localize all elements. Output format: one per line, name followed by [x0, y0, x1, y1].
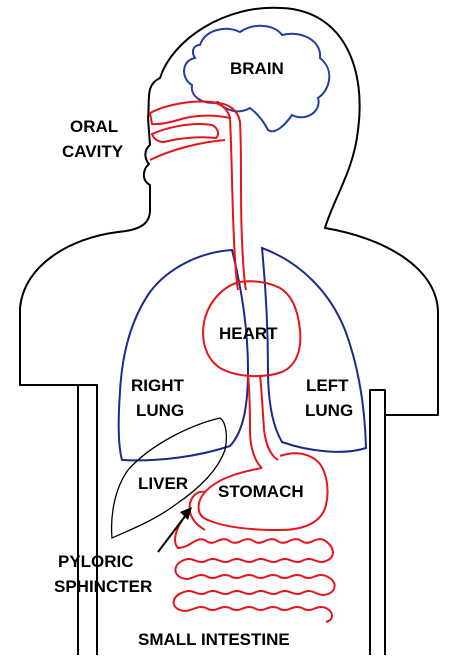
labels: BRAIN ORAL CAVITY HEART RIGHT LUNG LEFT …	[54, 59, 353, 649]
label-pyloric-2: SPHINCTER	[54, 577, 152, 596]
left-lung-shape	[262, 248, 366, 452]
label-oral-1: ORAL	[70, 117, 118, 136]
digestive-system	[150, 102, 335, 622]
label-small-intestine: SMALL INTESTINE	[138, 630, 290, 649]
pyloric-shape	[190, 492, 205, 530]
lungs	[119, 248, 366, 460]
label-left-lung-2: LUNG	[305, 401, 353, 420]
label-left-lung-1: LEFT	[306, 376, 349, 395]
label-right-lung-2: LUNG	[136, 401, 184, 420]
right-lung-shape	[119, 250, 248, 460]
label-right-lung-1: RIGHT	[131, 376, 185, 395]
label-stomach: STOMACH	[218, 482, 304, 501]
label-heart: HEART	[219, 324, 278, 343]
pointer-line	[158, 515, 186, 552]
label-oral-2: CAVITY	[62, 142, 124, 161]
oral-cavity-shape	[150, 102, 230, 160]
label-pyloric-1: PYLORIC	[58, 552, 134, 571]
label-brain: BRAIN	[230, 59, 284, 78]
small-intestine-shape	[174, 520, 335, 622]
label-liver: LIVER	[138, 474, 188, 493]
